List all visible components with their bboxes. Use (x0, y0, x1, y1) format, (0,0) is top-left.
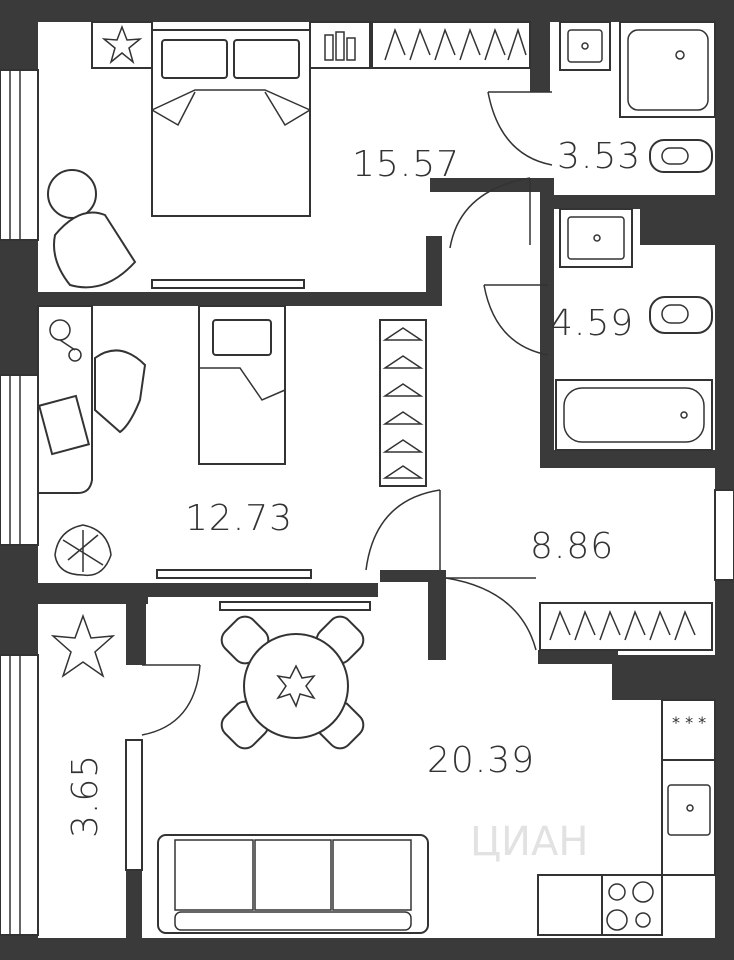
laptop (37, 394, 91, 456)
hall-wardrobe (539, 602, 713, 651)
bath-toilet (649, 296, 713, 334)
shower (619, 21, 716, 118)
shelf (309, 21, 371, 69)
area-label-bathroom: 4.59 (550, 303, 634, 344)
round-table (47, 169, 97, 219)
kitchen-unit (661, 699, 716, 761)
living-furniture: * * * (50, 601, 716, 936)
armchair (53, 211, 137, 289)
dining-table (243, 633, 349, 739)
area-label-hall: 8.86 (530, 526, 614, 567)
kitchen-sink-counter (661, 759, 716, 876)
child-room-furniture (37, 305, 427, 579)
wc-toilet (649, 139, 713, 173)
doors (141, 91, 553, 736)
area-label-bedroom: 15.57 (352, 144, 460, 185)
area-label-wc: 3.53 (557, 136, 641, 177)
plant-shelf (91, 21, 153, 69)
desk-chair (94, 349, 147, 434)
stove (601, 874, 663, 936)
watermark-text: ЦИАН (470, 819, 588, 865)
bathtub (555, 379, 713, 451)
kitchen-counter (537, 874, 603, 936)
bedroom-furniture (47, 21, 531, 289)
plant-icon (50, 613, 116, 678)
dining-set (220, 615, 365, 750)
monstera-icon (54, 524, 112, 577)
svg-text:* * *: * * * (672, 713, 706, 732)
area-label-child-room: 12.73 (185, 498, 293, 539)
hall-fixtures (539, 602, 713, 651)
child-wardrobe (379, 319, 427, 487)
plant-icon (101, 24, 143, 65)
bath-sink (559, 208, 633, 268)
sofa (157, 834, 429, 934)
bathroom-fixtures (555, 21, 716, 451)
windows (0, 69, 734, 936)
area-label-living-kitchen: 20.39 (427, 740, 535, 781)
area-label-balcony: 3.65 (65, 754, 106, 838)
